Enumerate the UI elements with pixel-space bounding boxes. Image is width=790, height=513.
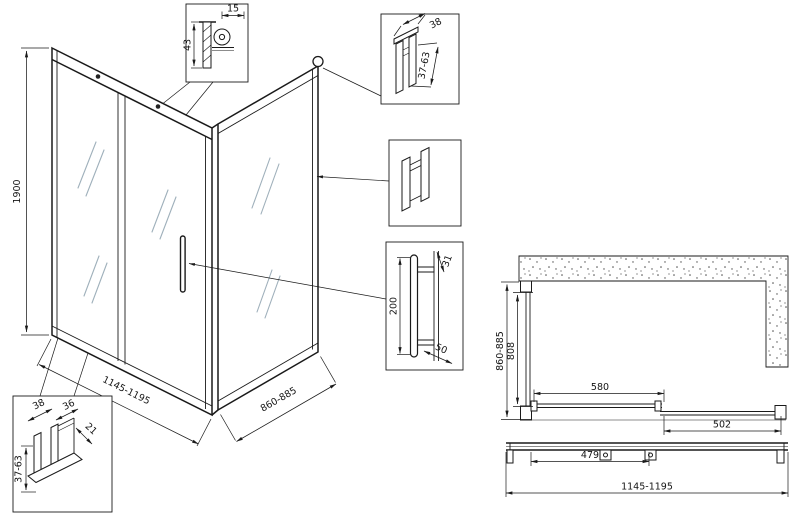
plan-view: 860-885 808 580 502: [495, 255, 789, 435]
dim-roller-width-text: 15: [227, 4, 239, 15]
wall-profile-bar-1: [395, 39, 404, 95]
detail-corner-profile: [316, 139, 462, 227]
dim-elevation-total-text: 1145-1195: [621, 482, 673, 493]
detail-handle: 200 31 50: [188, 241, 464, 371]
plan-roller-right: [654, 400, 662, 412]
dim-handle-mount-offset-text: 50: [433, 342, 449, 357]
handle-mount-bottom: [417, 339, 435, 346]
detail-wall-profile-box: [380, 13, 460, 105]
roller-dot-2: [155, 104, 161, 109]
bottom-elevation-view: 479 1145-1195: [505, 442, 789, 497]
dim-handle-length-text: 200: [389, 297, 400, 315]
wall-profile-bar-2: [408, 33, 417, 88]
dim-bottom-rail-inner-text: 36: [61, 398, 77, 413]
side-panel-outline: [217, 64, 319, 412]
corner-post-bottom: [211, 409, 219, 416]
dim-wall-profile-width-text: 38: [428, 16, 444, 31]
wall-profile-flange: [393, 26, 419, 45]
dim-height-text: 1900: [12, 179, 23, 203]
dim-wall-profile-adjust-text: 37-63: [417, 51, 433, 80]
dim-plan-sliding: 580: [533, 382, 665, 402]
corner-post-top: [211, 123, 219, 129]
main-isometric-view: 1900 1145-1195 860-885: [12, 46, 337, 447]
handle-mount-top: [417, 266, 435, 273]
dim-elevation-glass: 479: [530, 450, 650, 466]
dim-plan-glass-depth-text: 808: [506, 342, 517, 360]
dim-plan-fixed-text: 502: [713, 420, 731, 431]
dim-plan-glass-depth: 808: [506, 292, 533, 407]
dim-plan-depth-text: 860-885: [495, 331, 506, 371]
detail-roller: 15 43: [162, 4, 249, 116]
plan-right-wall-block: [774, 405, 787, 420]
glass-reflections: [77, 141, 281, 319]
elevation-left-cap: [506, 449, 514, 464]
plan-side-wall-block: [520, 280, 532, 293]
corner-knob: [312, 55, 324, 68]
handle-bar: [409, 254, 419, 358]
plan-wall: [518, 255, 789, 368]
dim-height: 1900: [12, 47, 49, 336]
corner-profile-bar-1: [401, 156, 411, 212]
dim-elevation-glass-text: 479: [581, 450, 599, 461]
elevation-right-cap: [776, 449, 785, 464]
dim-plan-depth: 860-885: [495, 281, 531, 420]
top-rail: [51, 58, 213, 141]
roller-dot-1: [95, 74, 101, 79]
dim-plan-fixed: 502: [663, 416, 782, 435]
dim-plan-sliding-text: 580: [591, 382, 609, 393]
dim-elevation-total: 1145-1195: [505, 452, 789, 497]
dim-bottom-rail-width-text: 38: [31, 397, 47, 412]
dim-roller-height-text: 43: [183, 39, 194, 51]
bracket-hatching: [202, 24, 212, 63]
side-bottom-rail: [217, 342, 319, 402]
corner-profile-bar-2: [420, 146, 430, 203]
detail-wall-profile: 38 37-63: [322, 13, 460, 105]
bottom-rail-base: [27, 452, 83, 484]
dim-bottom-rail-adjust-text: 37-63: [14, 455, 25, 483]
roller-hub: [218, 33, 226, 41]
detail-bottom-rail: 38 36 21 37-63: [12, 337, 113, 513]
door-handle: [179, 235, 186, 293]
side-top-rail: [217, 75, 319, 134]
front-panel-outline: [51, 46, 213, 417]
dim-handle-mount-size-text: 31: [440, 254, 454, 269]
detail-bottom-rail-box: [12, 395, 113, 513]
plan-roller-left: [530, 400, 538, 412]
plan-corner-block: [520, 405, 532, 421]
dim-side-width-text: 860-885: [259, 385, 299, 414]
